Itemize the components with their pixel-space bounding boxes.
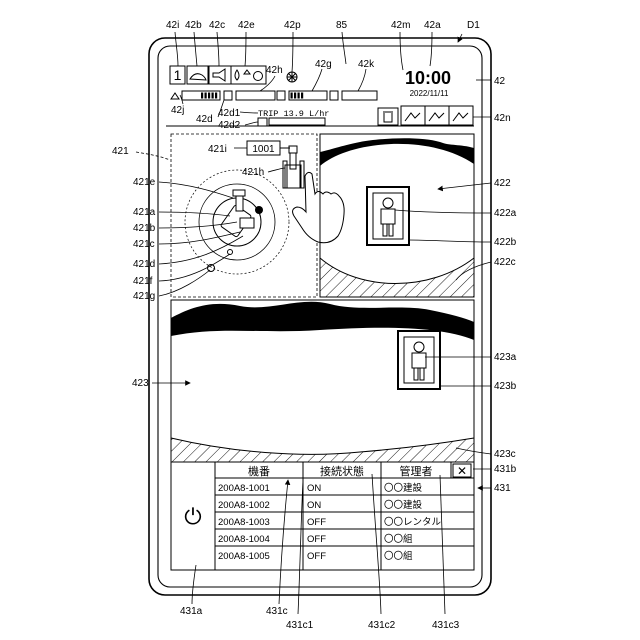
table-row[interactable]: 200A8-1002 ON 〇〇建設: [218, 499, 423, 511]
callout-42j: 42j: [171, 105, 184, 116]
callout-42c: 42c: [209, 20, 225, 31]
machine-list-panel: ✕ ⏻ 機番 接続状態 管理者 200A8-1001 ON 〇〇建設 200A8…: [171, 462, 474, 570]
callout-431b: 431b: [494, 464, 517, 475]
callout-421d: 421d: [133, 259, 155, 270]
object-marker-b: [228, 250, 233, 255]
callout-42i: 42i: [166, 20, 179, 31]
callout-422c: 422c: [494, 257, 516, 268]
machine-tag-label: 1001: [252, 144, 275, 155]
cell-machine-no: 200A8-1004: [218, 534, 270, 545]
callout-42d1: 42d1: [218, 108, 241, 119]
callout-42b: 42b: [185, 20, 202, 31]
callout-421: 421: [112, 146, 129, 157]
cell-manager: 〇〇レンタル: [384, 517, 442, 528]
callout-42n: 42n: [494, 113, 511, 124]
cell-manager: 〇〇建設: [384, 482, 423, 494]
cell-connection: ON: [307, 483, 321, 494]
callout-42k: 42k: [358, 59, 375, 70]
callout-421f: 421f: [133, 276, 153, 287]
callout-421i: 421i: [208, 144, 227, 155]
clock-time: 10:00: [405, 68, 451, 88]
travel-mode-icon[interactable]: [187, 66, 208, 84]
fuel-gauge: [224, 91, 275, 100]
callout-431a: 431a: [180, 606, 203, 617]
object-marker-a: [255, 206, 263, 214]
callout-42a: 42a: [424, 20, 441, 31]
callout-423c: 423c: [494, 449, 516, 460]
preheat-icon: [287, 72, 297, 82]
list-rows: 200A8-1001 ON 〇〇建設 200A8-1002 ON 〇〇建設 20…: [218, 482, 442, 562]
power-button[interactable]: ⏻: [184, 504, 201, 529]
power-icon: ⏻: [184, 504, 201, 529]
list-headers: 機番 接続状態 管理者: [248, 464, 433, 478]
callout-423b: 423b: [494, 381, 517, 392]
callout-42d2: 42d2: [218, 120, 241, 131]
header-machine-no: 機番: [248, 464, 270, 478]
gear-value: 1: [174, 67, 182, 83]
callout-42g: 42g: [315, 59, 332, 70]
callout-42m: 42m: [391, 20, 410, 31]
person-detection-box: [373, 193, 403, 239]
header-connection: 接続状態: [320, 464, 364, 478]
battery-gauge: [330, 91, 377, 100]
callout-421g: 421g: [133, 291, 155, 302]
callout-422b: 422b: [494, 237, 517, 248]
coolant-temp-gauge: [171, 91, 220, 100]
callout-431c2: 431c2: [368, 620, 396, 631]
callout-42h: 42h: [266, 65, 283, 76]
oil-temp-gauge: [277, 91, 327, 100]
front-camera-view: [171, 300, 474, 462]
table-row[interactable]: 200A8-1004 OFF 〇〇組: [218, 533, 413, 545]
cell-machine-no: 200A8-1002: [218, 500, 270, 511]
cell-machine-no: 200A8-1005: [218, 551, 270, 562]
callout-422: 422: [494, 178, 511, 189]
callout-431c1: 431c1: [286, 620, 314, 631]
fuel-consumption-bar: [269, 118, 325, 125]
close-icon: ✕: [457, 464, 467, 478]
cell-machine-no: 200A8-1001: [218, 483, 270, 494]
callout-421e: 421e: [133, 177, 156, 188]
cell-manager: 〇〇建設: [384, 499, 423, 511]
cell-connection: OFF: [307, 534, 326, 545]
shovel-top-view: [220, 190, 254, 237]
callout-421b: 421b: [133, 223, 156, 234]
callout-42d: 42d: [196, 114, 213, 125]
callout-42: 42: [494, 76, 506, 87]
callout-D1: D1: [467, 20, 480, 31]
header-manager: 管理者: [400, 464, 433, 478]
callout-85: 85: [336, 20, 348, 31]
horn-icon[interactable]: [209, 66, 231, 84]
hydraulic-warning-icon[interactable]: [231, 66, 266, 84]
callout-421a: 421a: [133, 207, 156, 218]
callout-431: 431: [494, 483, 511, 494]
callout-422a: 422a: [494, 208, 517, 219]
callout-423a: 423a: [494, 352, 517, 363]
other-shovel-icon[interactable]: [283, 146, 304, 188]
close-button[interactable]: ✕: [453, 464, 471, 478]
cell-connection: OFF: [307, 517, 326, 528]
fuel-consumption-icon: [258, 118, 267, 126]
callout-42e: 42e: [238, 20, 255, 31]
table-row[interactable]: 200A8-1001 ON 〇〇建設: [218, 482, 423, 494]
cell-connection: ON: [307, 500, 321, 511]
clock-date: 2022/11/11: [410, 89, 449, 98]
callout-421h: 421h: [242, 167, 264, 178]
cell-machine-no: 200A8-1003: [218, 517, 270, 528]
callout-423: 423: [132, 378, 149, 389]
table-row[interactable]: 200A8-1005 OFF 〇〇組: [218, 550, 413, 562]
person-detection-box-2: [404, 337, 434, 383]
callout-42p: 42p: [284, 20, 301, 31]
cell-manager: 〇〇組: [384, 550, 413, 562]
table-row[interactable]: 200A8-1003 OFF 〇〇レンタル: [218, 517, 442, 528]
callout-421c: 421c: [133, 239, 155, 250]
callout-431c3: 431c3: [432, 620, 460, 631]
cell-manager: 〇〇組: [384, 533, 413, 545]
cell-connection: OFF: [307, 551, 326, 562]
callout-431c: 431c: [266, 606, 288, 617]
